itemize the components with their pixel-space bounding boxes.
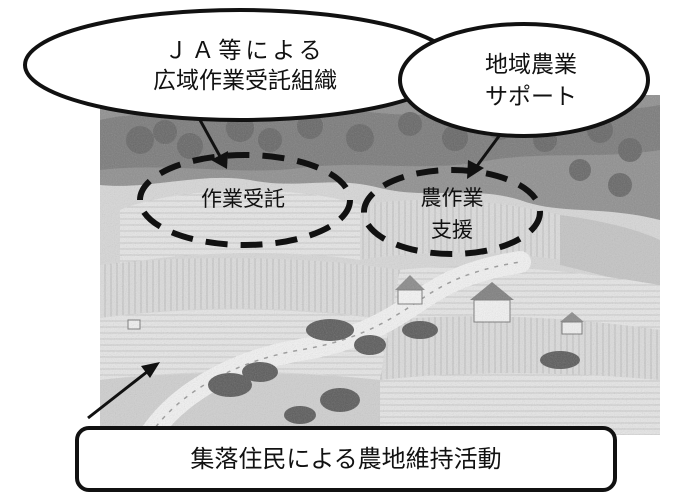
ja-callout-ellipse bbox=[23, 8, 457, 122]
contract-work-label: 作業受託 bbox=[201, 187, 285, 211]
residents-activity-label: 集落住民による農地維持活動 bbox=[190, 445, 501, 473]
rural-landscape-illustration bbox=[100, 95, 660, 435]
ja-callout-line2: 広域作業受託組織 bbox=[153, 68, 337, 94]
arrow-head-ja bbox=[211, 151, 228, 169]
farm-support-label-line2: 支援 bbox=[431, 218, 473, 242]
contract-work-zone bbox=[137, 152, 353, 248]
arrow-head-regional bbox=[467, 160, 484, 179]
regional-support-line1: 地域農業 bbox=[485, 52, 577, 78]
farm-support-zone bbox=[361, 167, 543, 257]
regional-support-line2: サポート bbox=[485, 84, 577, 110]
residents-activity-box bbox=[75, 426, 617, 492]
arrow-head-residents bbox=[141, 362, 160, 378]
regional-support-callout-ellipse bbox=[398, 22, 650, 138]
ja-callout-line1: ＪＡ等による bbox=[164, 38, 325, 64]
farm-support-label-line1: 農作業 bbox=[421, 186, 484, 210]
